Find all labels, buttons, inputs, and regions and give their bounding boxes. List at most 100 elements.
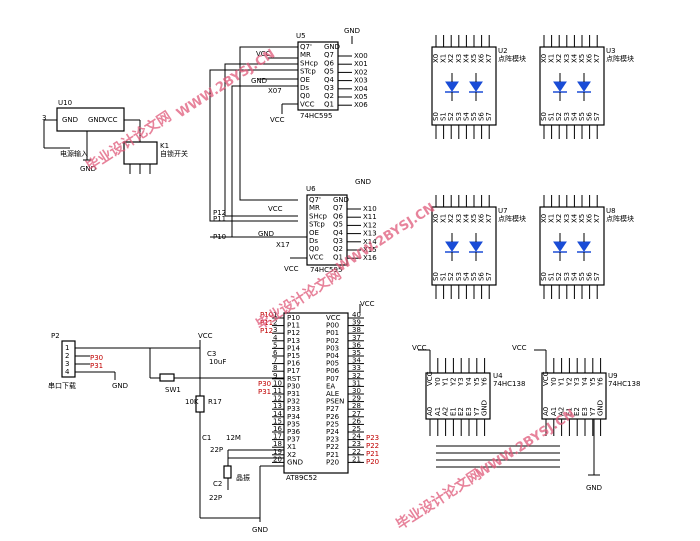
mcu-net-p10: P10: [260, 311, 273, 319]
watermark-cn-3: 毕业设计论文网: [393, 466, 484, 534]
u6-left-pin-7: VCC: [309, 253, 324, 261]
u10-label: 电源输入: [60, 149, 88, 158]
led-module-label: 点阵模块: [498, 54, 526, 63]
u6-right-pin-5: Q3: [333, 237, 343, 245]
u9-top-pin-6: Y5: [589, 377, 597, 387]
decoder-section: U4 74HC138 U9 74HC138 VCCA0Y0A1Y1A2Y2E1Y…: [412, 344, 640, 492]
mcu-right-pin-9: EA: [326, 382, 335, 390]
led-pin-bottom: S7: [593, 272, 601, 281]
u6-left-pin-1: MR: [309, 204, 320, 212]
sw1-ref: SW1: [165, 386, 181, 394]
mcu-right-num-17: 23: [352, 440, 361, 448]
led-pin-bottom: S6: [478, 112, 486, 121]
y1-value: 12M: [226, 434, 241, 442]
mcu-right-num-5: 35: [352, 349, 361, 357]
u6-ref: U6: [306, 185, 316, 193]
u5-vcc-bottom: VCC: [270, 116, 285, 124]
mcu-left-pin-8: RST: [287, 375, 301, 383]
mcu-left-pin-5: P15: [287, 352, 300, 360]
led-pin-bottom: S3: [563, 272, 571, 281]
mcu-left-pin-10: P31: [287, 390, 300, 398]
led-pin-top: X6: [478, 53, 486, 63]
mcu-right-pin-16: P23: [326, 436, 339, 444]
k1-label: 自锁开关: [160, 149, 188, 158]
led-pin-bottom: S5: [470, 272, 478, 281]
mcu-left-pin-0: P10: [287, 314, 300, 322]
u5-left-pin-0: Q7': [300, 43, 312, 51]
mcu-left-num-17: 18: [273, 440, 282, 448]
u9-bottom-pin-6: Y7: [589, 407, 597, 417]
c2-value: 22P: [209, 494, 222, 502]
power-input-section: U10 GND GND VCC 3 GND 电源输入 K1 自锁开关: [42, 99, 188, 174]
u9-bottom-pin-3: E1: [565, 407, 573, 416]
u6-right-pin-6: Q2: [333, 245, 343, 253]
u10-pin: 3: [42, 114, 46, 122]
mcu-part: AT89C52: [286, 474, 317, 482]
u6-left-pin-5: Ds: [309, 237, 318, 245]
u9-vcc: VCC: [512, 344, 527, 352]
led-pin-bottom: S0: [432, 112, 440, 121]
u6-right-pin-0: GND: [333, 196, 349, 204]
mcu-left-pin-7: P17: [287, 367, 300, 375]
u6-vcc-net: VCC: [268, 205, 283, 213]
mcu-net-p23: P23: [366, 434, 379, 442]
led-pin-top: X0: [432, 54, 440, 63]
mcu-left-num-3: 4: [273, 334, 278, 342]
u5-right-pin-1: Q7: [324, 51, 334, 59]
c1-value: 22P: [210, 446, 223, 454]
support-circuit: P2 串口下载 1 2 3 4 P30 P31 GND SW1 VCC C3 1…: [48, 332, 284, 534]
u9-bottom-pin-0: A0: [542, 407, 550, 416]
mcu-right-num-12: 28: [352, 402, 361, 410]
y1-label: 晶振: [236, 473, 250, 482]
led-module-body: [431, 206, 497, 286]
u5-part: 74HC595: [300, 112, 332, 120]
led-pin-bottom: S1: [548, 112, 556, 121]
u9-top-pin-1: Y0: [550, 377, 558, 387]
led-pin-top: X2: [555, 54, 563, 63]
u5-out-1: X01: [354, 60, 368, 68]
u4-top-pin-0: VCC: [426, 371, 434, 386]
u5-left-pin-6: Q0: [300, 92, 310, 100]
mcu-left-pin-9: P30: [287, 382, 300, 390]
u6-out-1: X11: [363, 213, 377, 221]
led-pin-top: X6: [478, 213, 486, 223]
led-pin-bottom: S6: [586, 272, 594, 281]
u10-vcc: VCC: [103, 116, 118, 124]
led-pin-top: X5: [470, 214, 478, 223]
led-pin-top: X7: [593, 214, 601, 223]
u5-right-pin-2: Q6: [324, 59, 335, 67]
led-pin-bottom: S7: [485, 112, 493, 121]
mcu-right-num-8: 32: [352, 372, 361, 380]
u5-left-pin-3: STcp: [300, 68, 316, 76]
u6-part: 74HC595: [310, 266, 342, 274]
mcu-left-pin-16: P37: [287, 436, 300, 444]
mcu-left-num-12: 13: [273, 402, 282, 410]
u4-bottom-pin-6: Y7: [473, 407, 481, 417]
u5-left-pin-2: SHcp: [300, 59, 319, 67]
u4-bottom-pin-7: GND: [481, 400, 489, 416]
u4-bottom-pin-1: A1: [434, 407, 442, 416]
p2-pin2: 2: [65, 352, 69, 360]
mcu-left-num-7: 8: [273, 364, 277, 372]
led-pin-bottom: S0: [540, 272, 548, 281]
u6-out-6: X16: [363, 254, 377, 262]
led-pin-bottom: S5: [578, 112, 586, 121]
u4-bottom-pin-4: E2: [457, 407, 465, 416]
dec-gnd: GND: [586, 484, 602, 492]
led-pin-bottom: S1: [440, 112, 448, 121]
mcu-left-num-10: 11: [273, 387, 282, 395]
u4-bottom-pin-2: A2: [442, 407, 450, 416]
u6-out-2: X12: [363, 221, 377, 229]
u4-bottom-pin-0: A0: [426, 407, 434, 416]
mcu-left-num-8: 9: [273, 372, 277, 380]
u9-top-pin-7: Y6: [597, 377, 605, 387]
c3-ref: C3: [207, 350, 216, 358]
mcu-right-pin-17: P22: [326, 443, 339, 451]
mcu-left-pin-17: X1: [287, 443, 296, 451]
led-module-body: [431, 46, 497, 126]
led-pin-bottom: S5: [578, 272, 586, 281]
u4-top-pin-2: Y1: [442, 377, 450, 387]
